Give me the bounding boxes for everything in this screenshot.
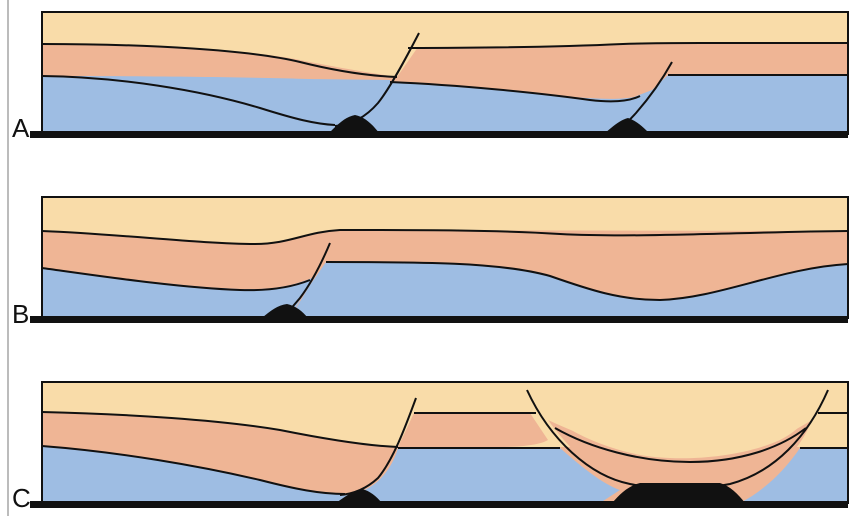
panel-b: B xyxy=(12,197,848,329)
panel-c-basement-bar xyxy=(30,501,848,508)
panel-a-basement-bar xyxy=(30,131,848,138)
panel-a: A xyxy=(12,12,848,143)
panel-b-basement-bar xyxy=(30,316,848,323)
panel-c-basement-mound-2 xyxy=(612,483,745,503)
panel-c-label: C xyxy=(12,483,31,513)
panel-c: C xyxy=(12,382,848,513)
panel-b-label: B xyxy=(12,299,29,329)
panel-a-label: A xyxy=(12,113,30,143)
